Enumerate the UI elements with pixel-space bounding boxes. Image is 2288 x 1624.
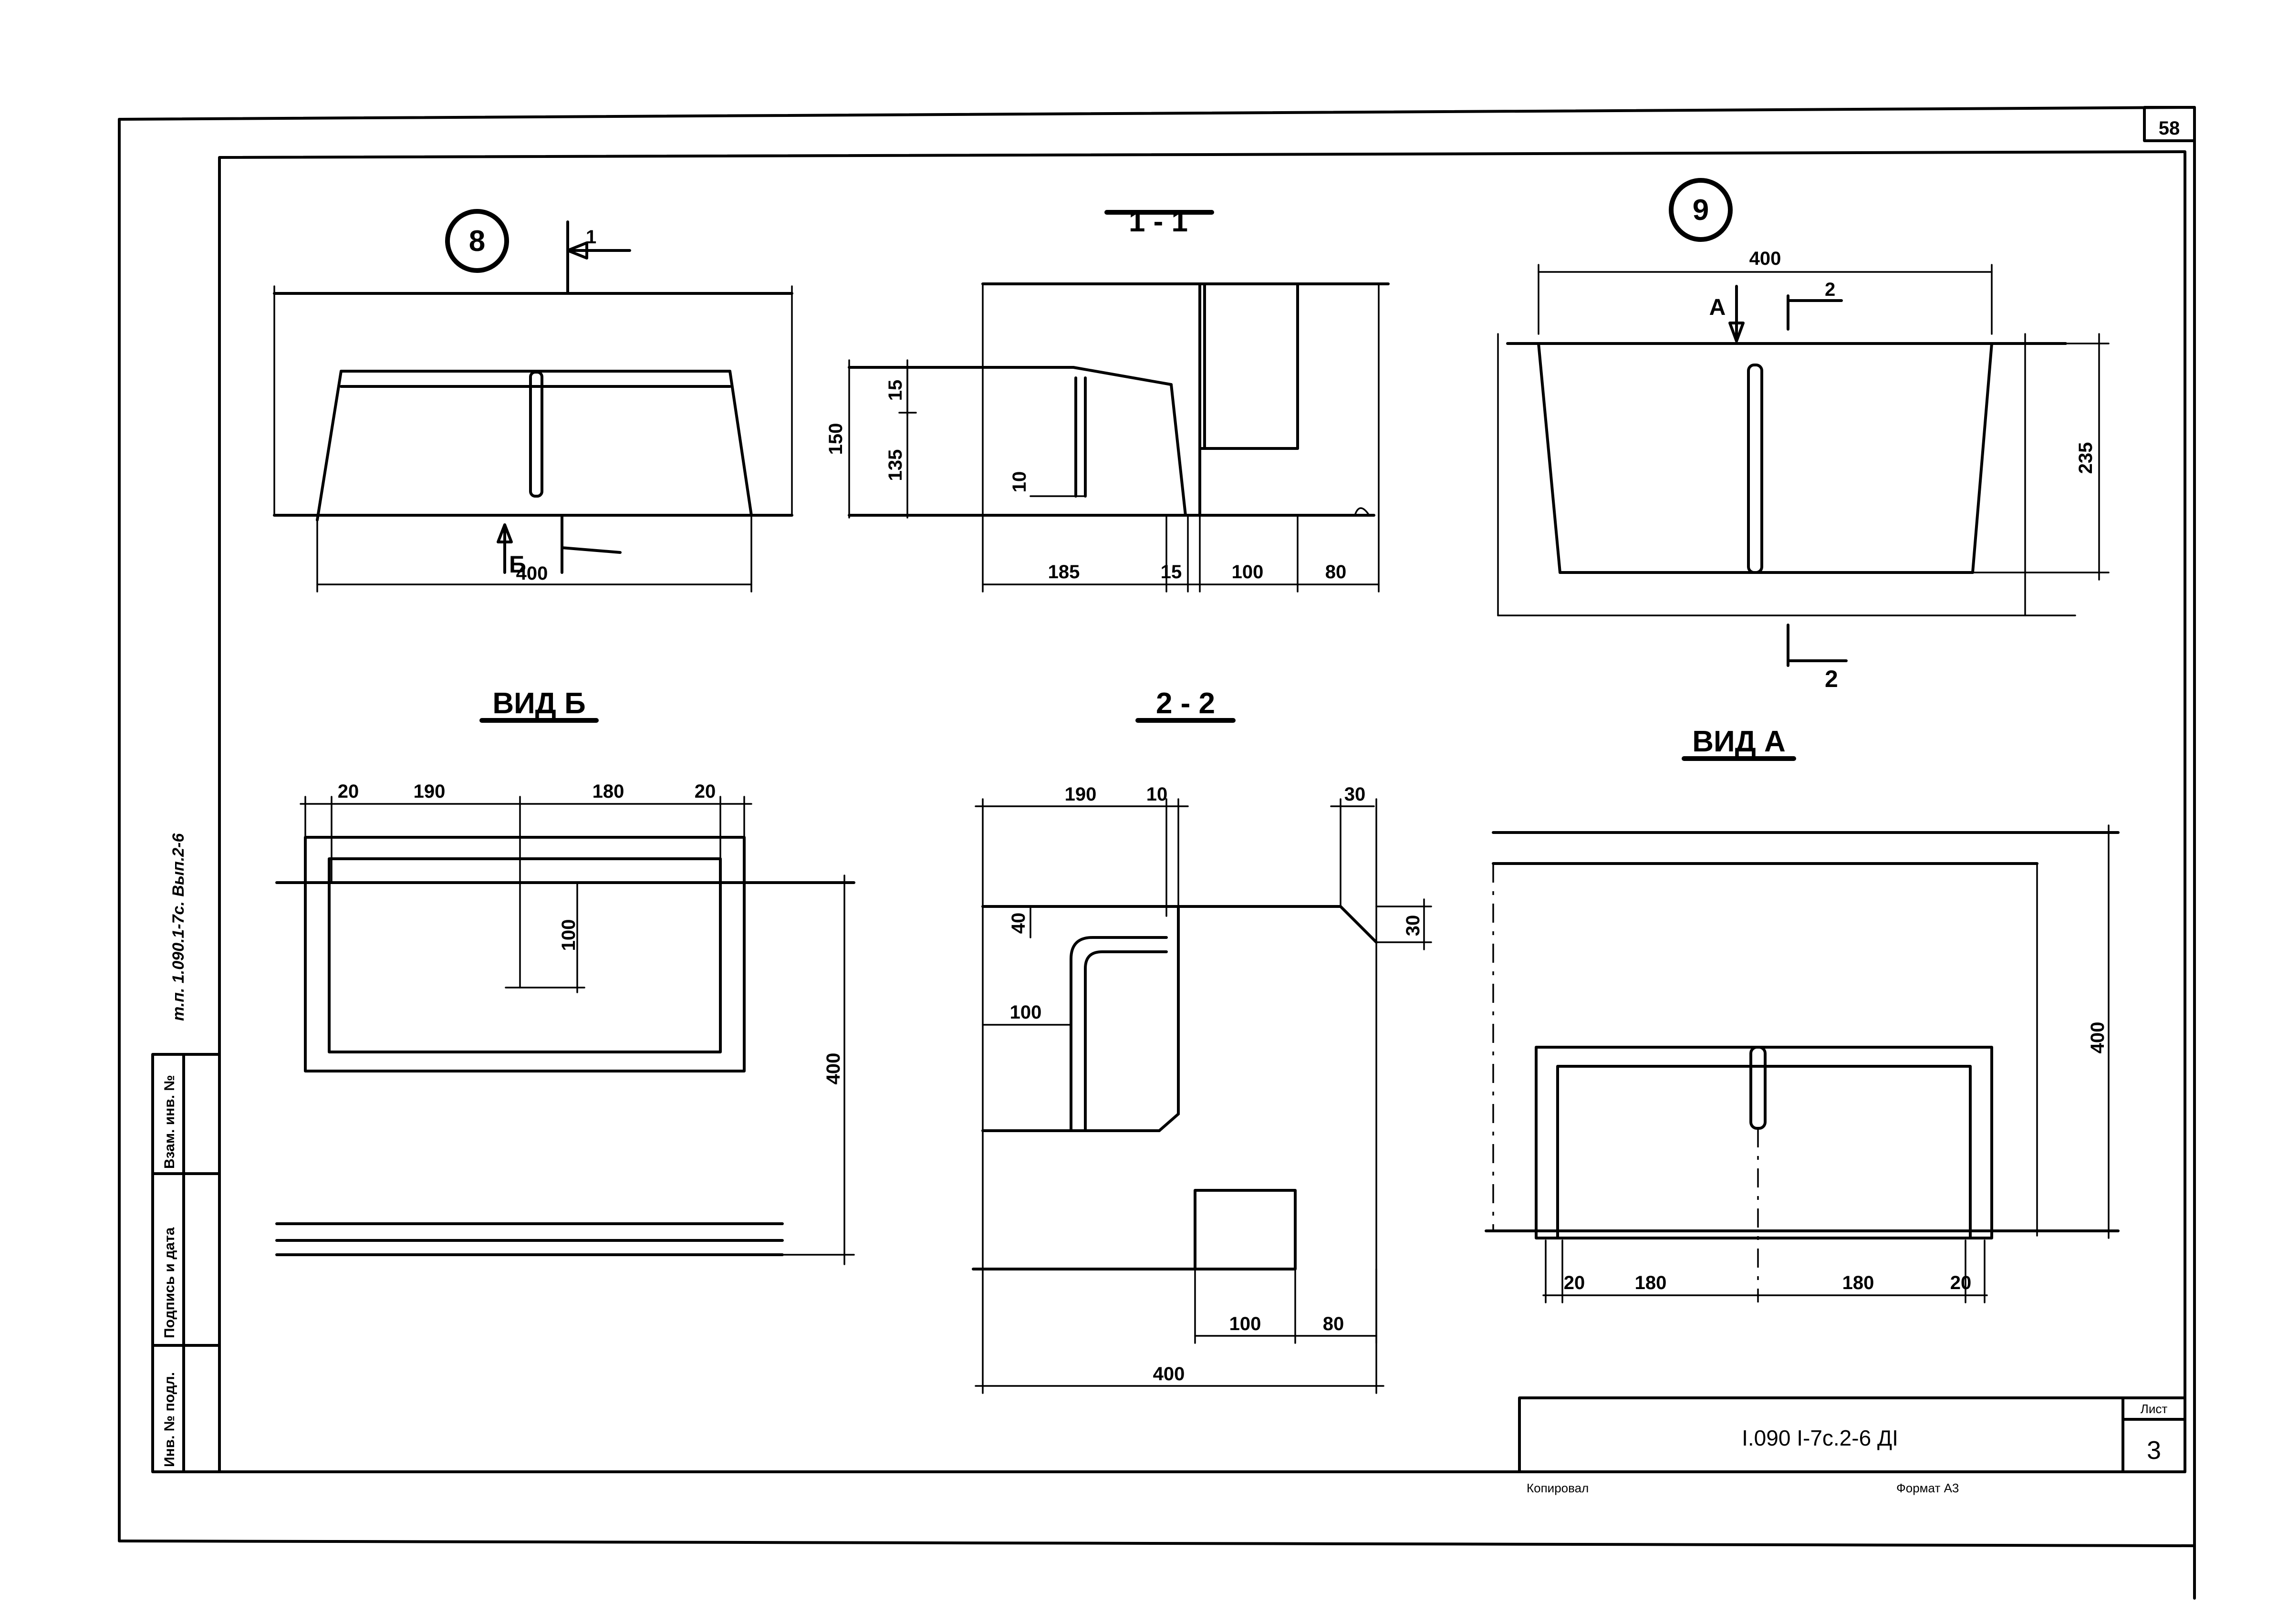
sec2-dim-40: 40: [1008, 913, 1029, 934]
sec1-dim-150: 150: [825, 423, 846, 455]
node-9: [1497, 178, 2110, 667]
stamp-podpis-data: Подпись и дата: [162, 1227, 177, 1338]
side-stamp: [151, 1053, 221, 1473]
stamp-vzam-inv: Взам. инв. №: [162, 1075, 177, 1169]
section-1-1: [848, 210, 1390, 593]
viewb-dim-20-left: 20: [338, 781, 359, 802]
viewb-dim-180: 180: [593, 781, 624, 802]
sec2-dim-30-side: 30: [1403, 915, 1424, 937]
viewa-dim-180-left: 180: [1635, 1272, 1667, 1293]
doc-code: I.090 I-7c.2-6 ДI: [1742, 1426, 1898, 1450]
list-label: Лист: [2141, 1402, 2168, 1416]
sec2-dim-400: 400: [1153, 1364, 1185, 1385]
viewa-dim-20-right: 20: [1950, 1272, 1972, 1293]
node-9-number: 9: [1693, 194, 1709, 227]
sec1-dim-185: 185: [1048, 562, 1080, 583]
stamp-inv-podl: Инв. № подл.: [162, 1372, 177, 1467]
page-number: 58: [2159, 118, 2180, 139]
list-number: 3: [2147, 1436, 2161, 1465]
sec1-dim-80: 80: [1325, 562, 1347, 583]
viewa-dim-400: 400: [2087, 1022, 2108, 1054]
viewb-dim-100: 100: [558, 919, 579, 951]
sec1-dim-10: 10: [1009, 471, 1030, 493]
side-note: т.п. 1.090.1-7с. Вып.2-6: [169, 833, 187, 1021]
sec2-dim-30-top: 30: [1344, 784, 1366, 805]
sec1-dim-15b: 15: [1161, 562, 1182, 583]
node8-mark-1: 1: [586, 227, 596, 248]
viewa-dim-180-right: 180: [1842, 1272, 1874, 1293]
sec1-dim-100: 100: [1232, 562, 1264, 583]
node9-mark-2-bottom: 2: [1825, 666, 1838, 692]
section-2-2-label: 2 - 2: [1156, 687, 1215, 720]
viewa-dim-20-left: 20: [1564, 1272, 1585, 1293]
viewb-dim-400: 400: [823, 1053, 844, 1085]
view-a-label: ВИД А: [1692, 725, 1786, 758]
node-8-number: 8: [469, 225, 485, 258]
node8-mark-b: Б: [509, 551, 526, 578]
viewb-dim-20-right: 20: [695, 781, 716, 802]
sec2-dim-10: 10: [1146, 784, 1168, 805]
sec1-dim-15: 15: [885, 380, 906, 401]
node-8: [273, 209, 793, 593]
format-label: Формат А3: [1896, 1481, 1959, 1495]
sec2-dim-190: 190: [1065, 784, 1097, 805]
view-b: [275, 718, 855, 1265]
sec2-dim-80: 80: [1323, 1313, 1344, 1334]
sec2-dim-100-bottom: 100: [1229, 1313, 1261, 1334]
sec2-dim-100: 100: [1010, 1002, 1042, 1023]
node8-dim-400: 400: [516, 563, 548, 584]
sec1-dim-135: 135: [885, 449, 906, 481]
view-a: [1485, 756, 2120, 1303]
node9-dim-400: 400: [1749, 248, 1781, 269]
view-b-label: ВИД Б: [492, 687, 585, 720]
node9-mark-2-top: 2: [1825, 279, 1835, 300]
viewb-dim-190: 190: [414, 781, 446, 802]
node9-dim-235: 235: [2075, 442, 2096, 474]
title-block: [1518, 1396, 2186, 1473]
node9-mark-a: А: [1709, 295, 1726, 320]
section-2-2: [972, 718, 1432, 1394]
kontroval-label: Копировал: [1527, 1481, 1589, 1495]
section-1-1-label: 1 - 1: [1129, 205, 1188, 238]
